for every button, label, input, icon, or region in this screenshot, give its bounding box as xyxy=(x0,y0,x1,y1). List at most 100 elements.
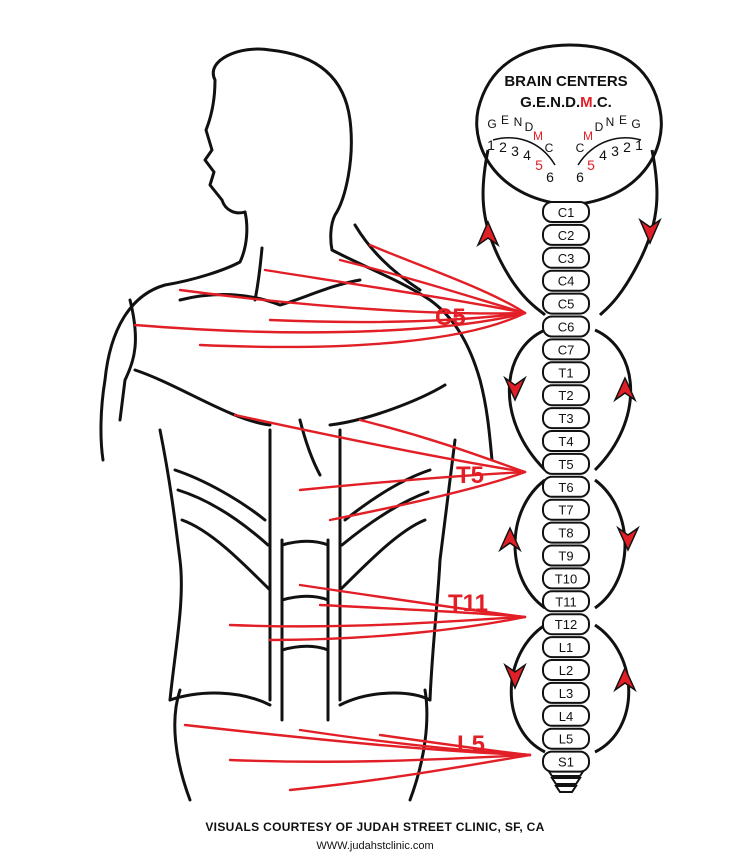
brain-code: G.E.N.D.M.C. xyxy=(520,94,612,111)
brain-oval xyxy=(475,43,663,207)
brain-right-letter-1: M xyxy=(583,129,593,143)
arrow-down-icon xyxy=(638,217,662,245)
vertebra-t11 xyxy=(542,590,590,613)
spine-column: C1C2C3C4C5C6C7T1T2T3T4T5T6T7T8T9T10T11T1… xyxy=(542,201,590,793)
brain-left-letter-5: C xyxy=(545,141,554,155)
pectoral-line xyxy=(133,368,447,427)
vertebra-label-t1: T1 xyxy=(558,365,573,380)
brain-left-letter-0: G xyxy=(487,117,496,131)
vertebra-label-t10: T10 xyxy=(555,571,577,586)
vertebra-label-c1: C1 xyxy=(558,205,575,220)
zone-label-t5: T5 xyxy=(456,462,484,489)
brain-right-letter-4: E xyxy=(619,113,627,127)
vertebra-label-t5: T5 xyxy=(558,457,573,472)
arrow-down-icon xyxy=(503,375,527,402)
zone-label-t11: T11 xyxy=(448,590,488,617)
vertebra-label-c2: C2 xyxy=(558,228,575,243)
vertebra-c5 xyxy=(542,292,590,315)
vertebra-label-t8: T8 xyxy=(558,526,573,541)
brain-right-letter-5: G xyxy=(631,117,640,131)
vertebra-label-t12: T12 xyxy=(555,617,577,632)
vertebra-label-s1: S1 xyxy=(558,755,574,770)
vertebra-label-l2: L2 xyxy=(559,663,573,678)
vertebra-label-c6: C6 xyxy=(558,320,575,335)
vertebra-c3 xyxy=(542,246,590,269)
vertebra-t1 xyxy=(542,361,590,384)
vertebra-label-c3: C3 xyxy=(558,251,575,266)
rib-lines-right xyxy=(338,468,432,592)
brain-left-letter-4: M xyxy=(533,129,543,143)
brain-left-number-1: 2 xyxy=(499,139,507,155)
nerve-lines xyxy=(133,243,532,792)
brain-lower-loop xyxy=(481,149,659,317)
head-outline xyxy=(203,47,353,252)
zone-label-c5: C5 xyxy=(435,304,466,331)
vertebra-label-l5: L5 xyxy=(559,732,573,747)
brain-right-letter-2: D xyxy=(595,120,604,134)
brain-code-part-1: G.E.N.D. xyxy=(520,94,580,111)
zone-labels: C5 T5 T11 L5 xyxy=(435,304,488,758)
vertebra-label-l3: L3 xyxy=(559,686,573,701)
arrow-up-icon xyxy=(613,376,637,403)
vertebra-t8 xyxy=(542,521,590,544)
vertebra-l5 xyxy=(542,727,590,750)
credit-line: VISUALS COURTESY OF JUDAH STREET CLINIC,… xyxy=(205,820,545,834)
vertebra-t7 xyxy=(542,498,590,521)
arrow-down-icon xyxy=(503,662,527,690)
arrow-up-icon xyxy=(476,220,500,248)
brain-left-number-3: 4 xyxy=(523,147,531,163)
vertebra-label-t4: T4 xyxy=(558,434,573,449)
vertebra-l2 xyxy=(542,659,590,681)
vertebra-c7 xyxy=(542,338,590,361)
shoulder-right xyxy=(330,248,494,462)
vertebra-c6 xyxy=(542,315,590,338)
credit-url: WWW.judahstclinic.com xyxy=(316,840,434,852)
vertebra-label-t7: T7 xyxy=(558,503,573,518)
brain-centers xyxy=(475,43,663,317)
torso-outline xyxy=(99,47,494,802)
vertebra-label-t6: T6 xyxy=(558,480,573,495)
vertebra-label-l4: L4 xyxy=(559,709,573,724)
brain-left-letter-3: D xyxy=(525,120,534,134)
vertebra-t5 xyxy=(542,452,590,475)
brain-left-number-5: 6 xyxy=(546,169,554,185)
neck-outline xyxy=(163,210,249,287)
vertebra-t3 xyxy=(542,407,590,430)
side-left xyxy=(158,428,183,702)
abs-outline xyxy=(268,428,342,722)
vertebra-label-c5: C5 xyxy=(558,297,575,312)
vertebra-c2 xyxy=(542,223,590,246)
brain-right-number-0: 6 xyxy=(576,169,584,185)
brain-right-letter-0: C xyxy=(576,141,585,155)
vertebra-t10 xyxy=(542,567,590,590)
brain-right-letter-3: N xyxy=(606,115,615,129)
trapezius-right xyxy=(353,223,422,292)
side-right xyxy=(428,438,457,702)
brain-right-number-2: 4 xyxy=(599,147,607,163)
brain-code-part-3: .C. xyxy=(593,94,612,111)
vertebra-label-t11: T11 xyxy=(555,594,576,609)
vertebra-label-t2: T2 xyxy=(558,388,573,403)
brain-right-number-1: 5 xyxy=(587,157,595,173)
vertebra-s1 xyxy=(542,750,590,773)
arrow-down-icon xyxy=(616,525,640,552)
brain-code-part-2: M xyxy=(580,94,593,111)
vertebra-c4 xyxy=(542,269,590,292)
zone-label-l5: L5 xyxy=(457,731,485,758)
arrow-up-icon xyxy=(498,526,522,553)
rib-lines-left xyxy=(173,468,272,592)
coccyx xyxy=(546,769,586,793)
vertebra-t9 xyxy=(542,544,590,567)
brain-scale-curve-right xyxy=(577,137,642,166)
vertebra-t2 xyxy=(542,384,590,407)
flow-arrows xyxy=(476,217,662,693)
vertebra-t12 xyxy=(542,613,590,636)
arrow-up-icon xyxy=(613,666,637,693)
lower-torso xyxy=(168,688,432,802)
vertebra-label-l1: L1 xyxy=(559,640,573,655)
loop-lumbar xyxy=(509,623,631,754)
brain-left-number-4: 5 xyxy=(535,157,543,173)
vertebra-l4 xyxy=(542,704,590,727)
